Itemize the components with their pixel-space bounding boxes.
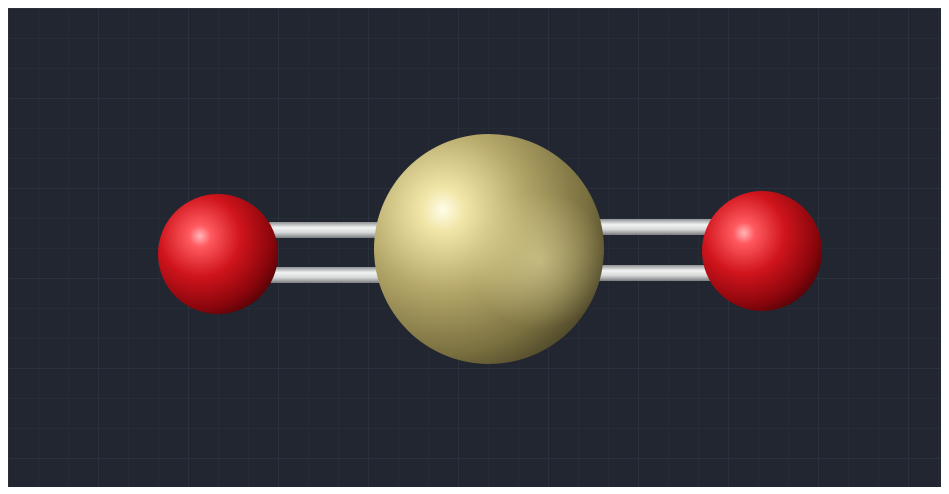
central-atom-highlight [374, 134, 604, 364]
bond-cylinder [263, 222, 393, 238]
double-bond-right [593, 219, 723, 281]
bond-cylinder [593, 265, 723, 281]
central-atom[interactable] [374, 134, 604, 364]
double-bond-left [263, 222, 393, 283]
molecule-scene [8, 8, 941, 487]
bond-cylinder [263, 267, 393, 283]
bond-cylinder [593, 219, 723, 235]
viewport-3d[interactable] [8, 8, 941, 487]
oxygen-atom-left[interactable] [158, 194, 278, 314]
oxygen-atom-right[interactable] [702, 191, 822, 311]
